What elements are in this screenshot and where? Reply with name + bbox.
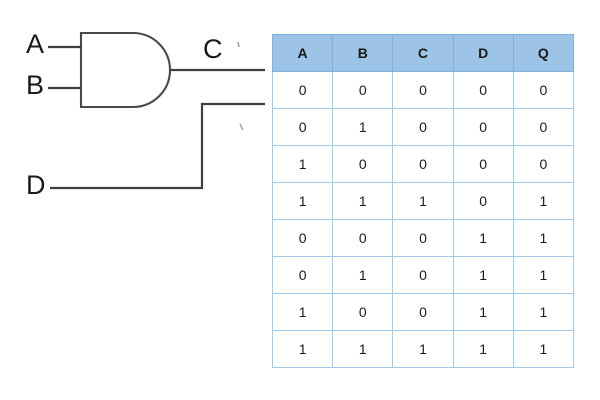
table-cell-q: 1: [512, 293, 574, 331]
table-cell-a: 1: [271, 293, 334, 331]
table-cell-q: 1: [512, 256, 574, 294]
column-header-q: Q: [512, 34, 574, 72]
signal-label-c: C: [203, 34, 223, 64]
table-cell-q: 0: [512, 71, 574, 109]
table-cell-b: 0: [332, 219, 394, 257]
column-header-c: C: [392, 34, 454, 72]
table-cell-d: 1: [452, 256, 514, 294]
table-cell-c: 0: [392, 108, 454, 146]
table-cell-a: 0: [271, 108, 334, 146]
logic-circuit-diagram: A B C D: [0, 0, 265, 400]
table-cell-a: 0: [271, 219, 334, 257]
table-cell-d: 1: [452, 330, 514, 368]
table-cell-q: 1: [512, 219, 574, 257]
signal-label-a: A: [26, 29, 45, 59]
table-cell-d: 0: [452, 145, 514, 183]
table-cell-q: 1: [512, 330, 574, 368]
table-cell-c: 1: [392, 330, 454, 368]
table-cell-b: 1: [332, 256, 394, 294]
table-cell-a: 1: [271, 330, 334, 368]
table-cell-q: 1: [512, 182, 574, 220]
table-cell-d: 0: [452, 182, 514, 220]
table-cell-c: 0: [392, 219, 454, 257]
column-header-b: B: [332, 34, 394, 72]
table-cell-b: 1: [332, 108, 394, 146]
table-cell-c: 0: [392, 293, 454, 331]
table-cell-b: 1: [332, 182, 394, 220]
table-cell-b: 0: [332, 71, 394, 109]
column-header-a: A: [271, 34, 334, 72]
table-cell-d: 1: [452, 293, 514, 331]
table-cell-b: 0: [332, 145, 394, 183]
signal-label-b: B: [26, 70, 45, 100]
table-cell-a: 1: [271, 145, 334, 183]
circuit-svg: [48, 31, 265, 190]
table-cell-d: 0: [452, 71, 514, 109]
table-cell-b: 0: [332, 293, 394, 331]
table-cell-c: 0: [392, 256, 454, 294]
table-cell-c: 0: [392, 145, 454, 183]
and-gate-body: [79, 31, 171, 109]
table-cell-c: 1: [392, 182, 454, 220]
table-cell-a: 0: [271, 256, 334, 294]
signal-label-d: D: [26, 170, 46, 200]
table-cell-b: 1: [332, 330, 394, 368]
table-cell-c: 0: [392, 71, 454, 109]
table-cell-q: 0: [512, 145, 574, 183]
column-header-d: D: [452, 34, 514, 72]
table-cell-q: 0: [512, 108, 574, 146]
stray-tick-lower: [239, 123, 244, 131]
table-cell-a: 0: [271, 71, 334, 109]
table-cell-d: 0: [452, 108, 514, 146]
stray-tick-upper: [237, 41, 240, 48]
table-cell-d: 1: [452, 219, 514, 257]
table-cell-a: 1: [271, 182, 334, 220]
wire-input-d: [50, 102, 265, 190]
